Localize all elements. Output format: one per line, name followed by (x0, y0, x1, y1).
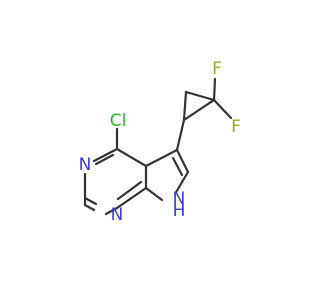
bond-c6-n7 (173, 170, 190, 196)
bond-lines (83, 77, 233, 216)
molecule-canvas: Cl N N N H F F (79, 59, 241, 225)
fluorine-atom-top: F (212, 59, 222, 79)
bond-ch2-cf2 (184, 90, 216, 102)
bond-cf2-f-top (212, 77, 217, 102)
bond-cp-cf2 (182, 98, 216, 122)
bond-c4a-c4 (115, 147, 148, 168)
bond-c7a-c4a (115, 186, 148, 210)
chlorine-atom: Cl (110, 111, 127, 131)
bond-n1-c7a (104, 206, 119, 216)
bond-c2-n1 (83, 203, 96, 212)
bond-c2-n1-double (83, 196, 98, 206)
bond-cp-ch2 (182, 90, 188, 122)
nitrogen-atom-n3: N (79, 155, 92, 175)
nitrogen-atom-n1: N (111, 205, 124, 225)
bond-c4-n3 (92, 147, 119, 163)
bond-c5-c6-double (171, 156, 184, 177)
bond-c5-cp (175, 118, 186, 152)
nitrogen-atom-n7: N (173, 189, 186, 209)
bond-cf2-f-right (212, 98, 233, 120)
bond-n7-c7a (144, 186, 164, 202)
fluorine-atom-right: F (231, 117, 241, 137)
molecule-structure: Cl N N N H F F (79, 59, 241, 225)
bond-c7a-c4a-double (116, 180, 143, 201)
bond-c5-c6 (175, 148, 190, 174)
hydrogen-atom-n7: H (173, 201, 186, 221)
bond-c4-n3-double (94, 153, 115, 166)
bond-c4a-c5 (144, 148, 179, 168)
